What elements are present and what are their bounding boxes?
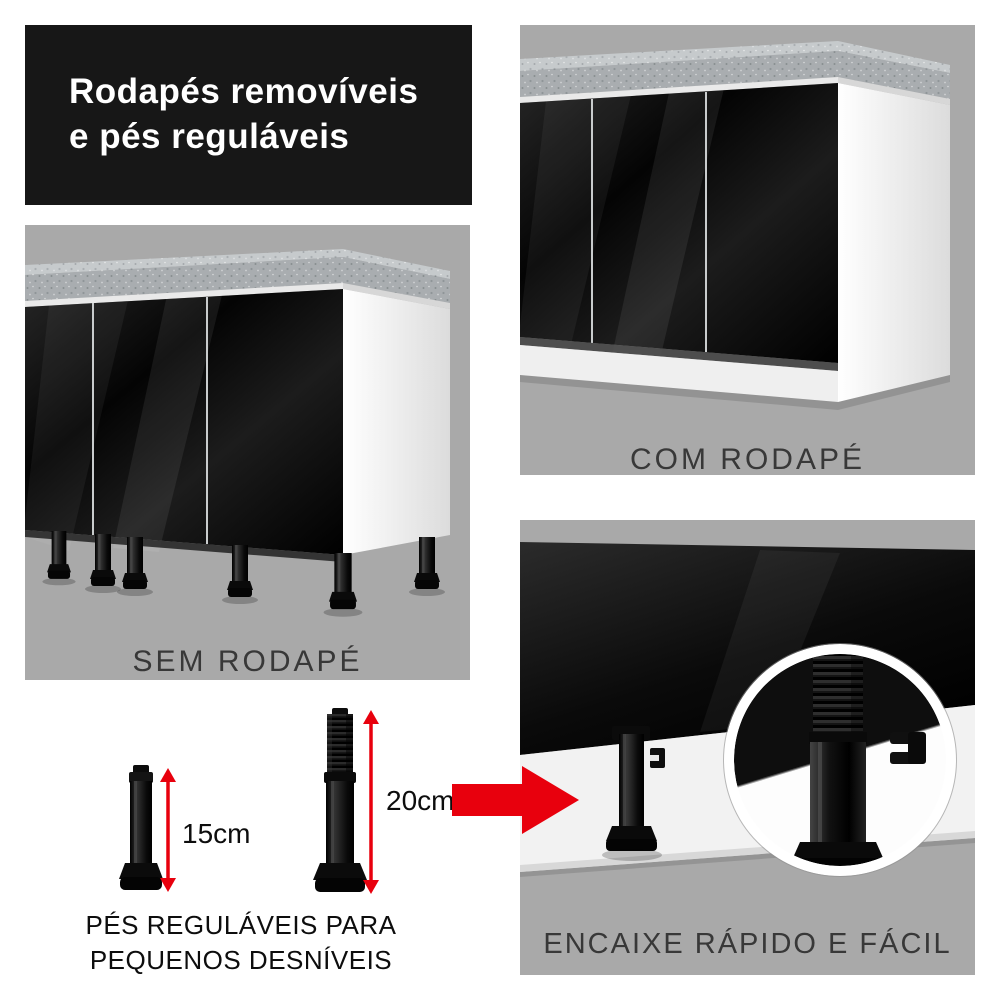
- adjustable-foot-small: [119, 765, 163, 890]
- panel-sem-rodape: SEM RODAPÉ: [25, 225, 470, 680]
- cabinet-top-rail: [25, 283, 343, 307]
- floor-shadow: [520, 375, 950, 410]
- cabinet-side-panel: [838, 83, 950, 402]
- height-arrow-20-icon: [363, 710, 379, 894]
- cabinet-top-rail-side: [838, 77, 950, 105]
- feet-caption-line-1: PÉS REGULÁVEIS PARA: [85, 910, 397, 940]
- title-line-1: Rodapés removíveis: [69, 72, 419, 112]
- page-title: Rodapés removíveis e pés reguláveis: [25, 70, 418, 160]
- baseboard: [520, 345, 838, 402]
- panel-com-rodape: COM RODAPÉ: [520, 25, 975, 475]
- title-line-2: e pés reguláveis: [69, 117, 350, 156]
- feet-caption-line-2: PEQUENOS DESNÍVEIS: [89, 944, 393, 975]
- caption-encaixe: ENCAIXE RÁPIDO E FÁCIL: [543, 928, 952, 960]
- cabinet-doors: [520, 83, 838, 363]
- cabinet-with-baseboard-render: [520, 41, 950, 410]
- panel-encaixe: ENCAIXE RÁPIDO E FÁCIL: [520, 520, 975, 975]
- panel-sheen: [700, 550, 840, 732]
- zoomed-adjustable-foot: [790, 654, 886, 866]
- height-arrow-15-icon: [160, 768, 176, 892]
- feet-caption: PÉS REGULÁVEIS PARA PEQUENOS DESNÍVEIS: [25, 908, 457, 977]
- magnifier-ring: [724, 644, 956, 876]
- title-banner: Rodapés removíveis e pés reguláveis: [25, 25, 472, 205]
- transition-arrow-icon: [452, 766, 579, 834]
- caption-com-rodape: COM RODAPÉ: [629, 443, 866, 475]
- foot-attachment-closeup: [520, 542, 975, 877]
- magnifier-circle: [723, 643, 957, 877]
- plinth-clip-icon: [650, 748, 665, 768]
- countertop: [520, 41, 950, 99]
- cabinet-top-rail-side: [343, 283, 450, 309]
- foot-height-large-label: 20cm: [386, 785, 455, 816]
- countertop: [25, 249, 450, 303]
- adjustable-foot-closeup: [602, 726, 662, 861]
- cabinet-doors: [25, 289, 343, 555]
- adjustable-foot-large: [313, 708, 367, 892]
- plinth-clip-zoom-icon: [890, 732, 926, 764]
- foot-height-small-label: 15cm: [182, 818, 251, 849]
- cabinet-side-panel: [343, 289, 450, 555]
- baseboard-recess-shadow: [520, 337, 838, 371]
- caption-sem-rodape: SEM RODAPÉ: [132, 645, 363, 678]
- cabinet-top-rail: [520, 77, 838, 103]
- cabinet-without-baseboard-render: [25, 249, 450, 617]
